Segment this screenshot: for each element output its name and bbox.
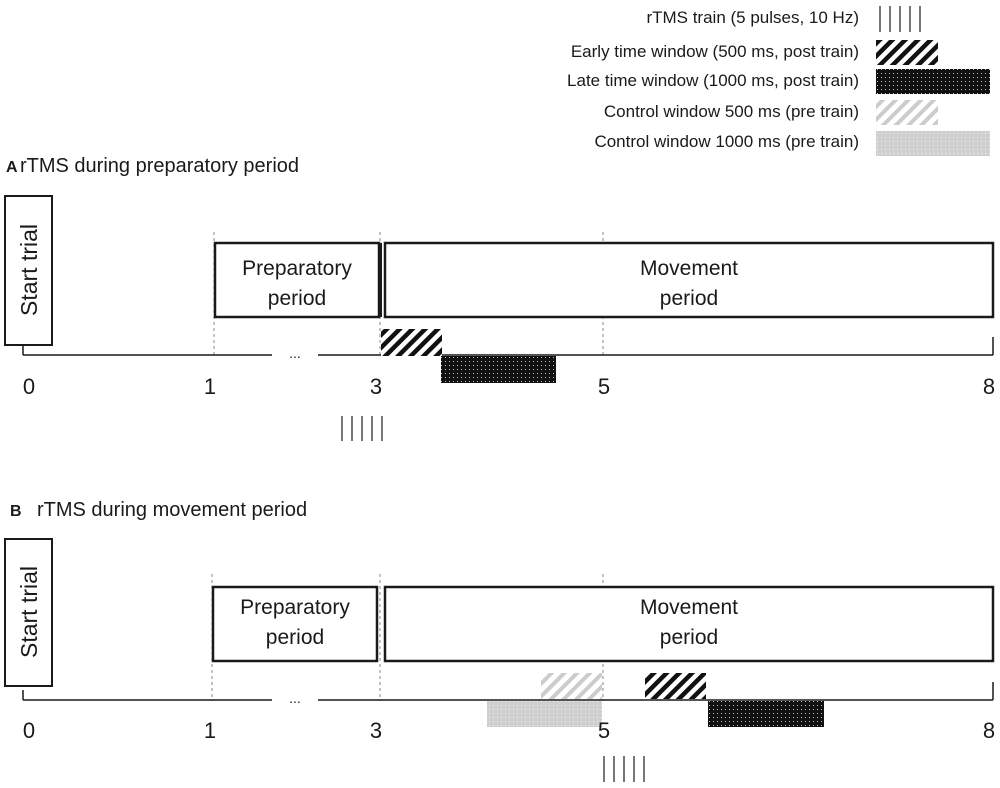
panel-b-ellipsis: ... bbox=[289, 690, 301, 706]
legend: rTMS train (5 pulses, 10 Hz) Early time … bbox=[567, 6, 990, 156]
panel-a-rtms-train-icon bbox=[341, 416, 383, 441]
panel-a-tick-3: 3 bbox=[370, 374, 382, 399]
late-window-swatch bbox=[876, 69, 990, 94]
panel-b-tick-1: 1 bbox=[204, 718, 216, 743]
panel-b-preparatory-box bbox=[211, 585, 379, 663]
panel-a-early-window bbox=[381, 329, 442, 356]
panel-b-start-trial-box bbox=[4, 538, 53, 687]
panel-a: A rTMS during preparatory period Start t… bbox=[4, 155, 995, 441]
panel-a-preparatory-label-1: Preparatory bbox=[242, 257, 352, 280]
legend-label-early: Early time window (500 ms, post train) bbox=[571, 42, 859, 61]
panel-a-letter: A bbox=[6, 159, 18, 176]
panel-a-tick-5: 5 bbox=[598, 374, 610, 399]
panel-b-control-1000-window bbox=[487, 701, 602, 727]
panel-b-movement-box bbox=[383, 585, 995, 663]
panel-b-tick-8: 8 bbox=[983, 718, 995, 743]
panel-b-tick-5: 5 bbox=[598, 718, 610, 743]
panel-b: B rTMS during movement period Start tria… bbox=[4, 499, 995, 782]
panel-b-preparatory-label-2: period bbox=[266, 626, 324, 649]
panel-b-movement-label-1: Movement bbox=[640, 596, 738, 619]
legend-label-ctrl1000: Control window 1000 ms (pre train) bbox=[594, 132, 859, 151]
panel-a-ellipsis: ... bbox=[289, 345, 301, 361]
panel-a-timeline bbox=[22, 337, 994, 356]
legend-label-ctrl500: Control window 500 ms (pre train) bbox=[604, 102, 859, 121]
legend-item-ctrl500: Control window 500 ms (pre train) bbox=[604, 100, 938, 125]
legend-item-late: Late time window (1000 ms, post train) bbox=[567, 69, 990, 94]
early-window-swatch bbox=[876, 40, 938, 65]
panel-b-movement-label-2: period bbox=[660, 626, 718, 649]
panel-a-tick-8: 8 bbox=[983, 374, 995, 399]
panel-a-movement-box bbox=[383, 241, 995, 319]
panel-a-preparatory-label-2: period bbox=[268, 287, 326, 310]
panel-a-late-window bbox=[441, 356, 556, 383]
control-500-swatch bbox=[876, 100, 938, 125]
legend-item-train: rTMS train (5 pulses, 10 Hz) bbox=[646, 6, 921, 32]
rtms-train-icon bbox=[879, 6, 921, 32]
legend-label-late: Late time window (1000 ms, post train) bbox=[567, 71, 859, 90]
panel-b-rtms-train-icon bbox=[603, 756, 645, 782]
panel-a-title: rTMS during preparatory period bbox=[20, 155, 299, 177]
control-1000-swatch bbox=[876, 131, 990, 156]
panel-a-start-trial-box bbox=[4, 195, 53, 346]
panel-b-late-window bbox=[708, 701, 824, 727]
panel-a-tick-1: 1 bbox=[204, 374, 216, 399]
panel-b-timeline bbox=[22, 682, 994, 701]
panel-a-movement-label-1: Movement bbox=[640, 257, 738, 280]
panel-b-letter: B bbox=[10, 503, 22, 520]
panel-b-early-window bbox=[645, 673, 706, 699]
panel-b-start-trial-label: Start trial bbox=[16, 566, 42, 658]
panel-b-preparatory-label-1: Preparatory bbox=[240, 596, 350, 619]
legend-item-ctrl1000: Control window 1000 ms (pre train) bbox=[594, 131, 990, 156]
legend-item-early: Early time window (500 ms, post train) bbox=[571, 40, 938, 65]
legend-label-train: rTMS train (5 pulses, 10 Hz) bbox=[646, 8, 859, 27]
panel-a-tick-0: 0 bbox=[23, 374, 35, 399]
panel-a-movement-label-2: period bbox=[660, 287, 718, 310]
panel-b-tick-3: 3 bbox=[370, 718, 382, 743]
panel-b-title: rTMS during movement period bbox=[37, 499, 307, 521]
panel-a-start-trial-label: Start trial bbox=[16, 224, 42, 316]
panel-b-tick-0: 0 bbox=[23, 718, 35, 743]
panel-a-preparatory-box bbox=[213, 241, 381, 319]
panel-b-control-500-window bbox=[541, 673, 602, 699]
